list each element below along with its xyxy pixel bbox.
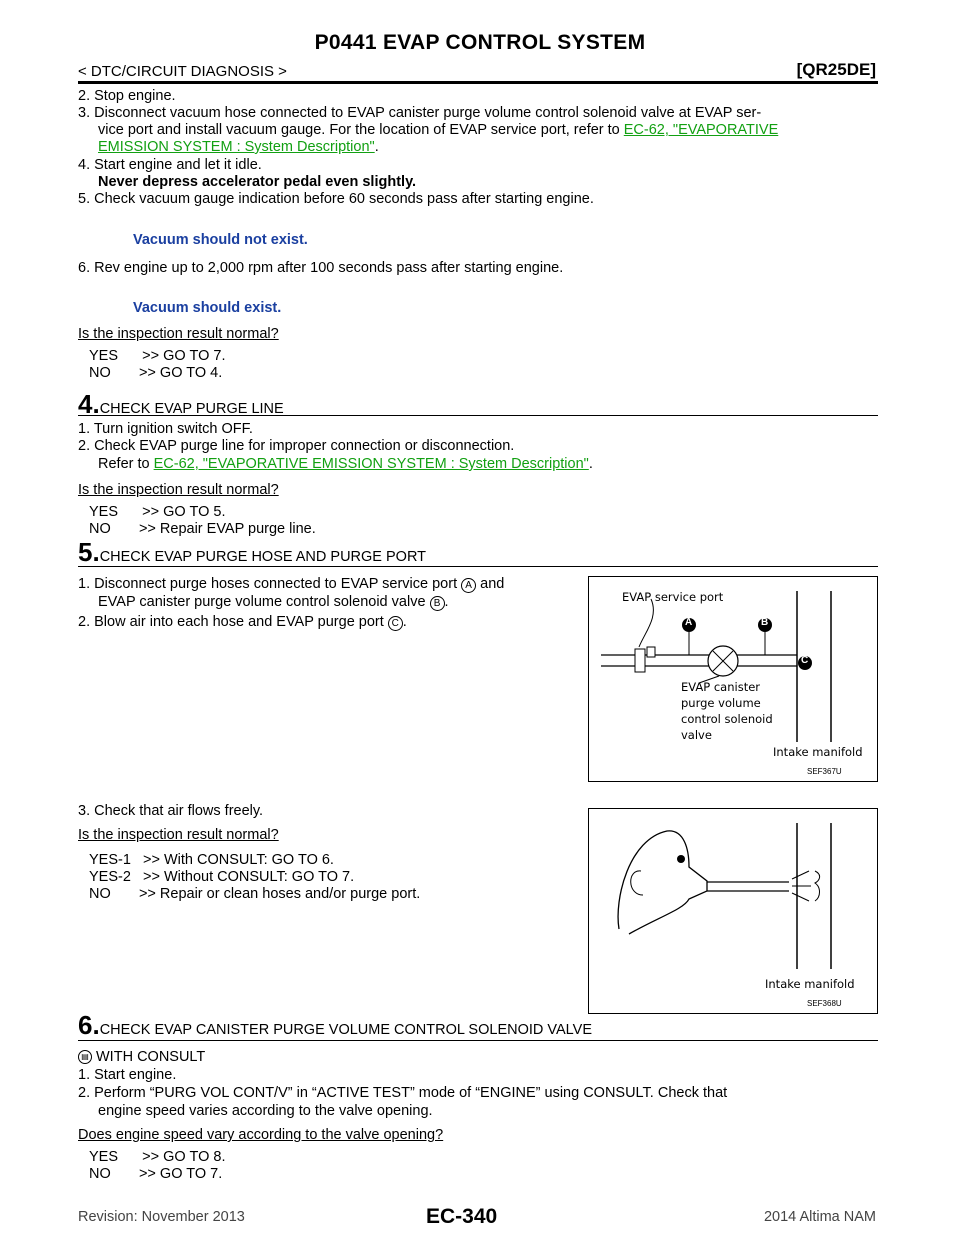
figure-code: SEF367U xyxy=(807,767,842,776)
punct: . xyxy=(402,614,407,630)
step-text-part: vice port and install vacuum gauge. For … xyxy=(98,122,624,138)
answer-no: NO >> Repair EVAP purge line. xyxy=(89,521,316,537)
with-consult-label: WITH CONSULT xyxy=(96,1049,206,1065)
header-rule xyxy=(78,81,878,84)
reference-link[interactable]: EC-62, "EVAPORATIVE xyxy=(623,122,779,138)
step-text: 2. Blow air into each hose and EVAP purg… xyxy=(78,614,407,631)
step-title: CHECK EVAP PURGE HOSE AND PURGE PORT xyxy=(99,549,427,565)
step-text: vice port and install vacuum gauge. For … xyxy=(98,122,778,139)
answer-yes: YES-1 >> With CONSULT: GO TO 6. xyxy=(89,852,334,868)
warning-text: Never depress accelerator pedal even sli… xyxy=(98,174,417,190)
reference-link[interactable]: EMISSION SYSTEM : System Description" xyxy=(98,139,375,155)
figure-label-b: B xyxy=(761,617,769,628)
step-text: 2. Perform “PURG VOL CONT/V” in “ACTIVE … xyxy=(78,1085,728,1101)
step-text: 1. Turn ignition switch OFF. xyxy=(78,421,253,437)
callout-a: A xyxy=(461,578,477,593)
step-text-part: and xyxy=(476,576,505,592)
valve-label: EVAP canister xyxy=(681,680,761,694)
question-text: Does engine speed vary according to the … xyxy=(78,1127,444,1143)
figure-label-c: C xyxy=(801,655,809,666)
answer-no: NO >> Repair or clean hoses and/or purge… xyxy=(89,886,421,902)
question-text: Is the inspection result normal? xyxy=(78,827,279,843)
spec-text: Vacuum should exist. xyxy=(133,300,282,316)
answer-no: NO >> GO TO 4. xyxy=(89,365,223,381)
step-text: 4. Start engine and let it idle. xyxy=(78,157,262,173)
valve-label: purge volume xyxy=(681,696,761,710)
step-text: 1. Disconnect purge hoses connected to E… xyxy=(78,576,504,593)
figure-label-a: A xyxy=(685,617,693,628)
callout-c: C xyxy=(387,616,403,631)
step-text-part: 1. Disconnect purge hoses connected to E… xyxy=(78,576,462,592)
step-rule xyxy=(78,415,878,416)
evap-diagram xyxy=(601,591,832,742)
step-rule xyxy=(78,1040,878,1041)
step-text: 2. Stop engine. xyxy=(78,88,176,104)
consult-icon: ▤ xyxy=(78,1050,92,1065)
question-text: Is the inspection result normal? xyxy=(78,326,279,342)
with-consult-line: ▤ WITH CONSULT xyxy=(78,1049,205,1066)
step-text: 6. Rev engine up to 2,000 rpm after 100 … xyxy=(78,260,564,276)
step-rule xyxy=(78,566,878,567)
model-label: 2014 Altima NAM xyxy=(763,1209,876,1225)
spec-text: Vacuum should not exist. xyxy=(133,232,308,248)
step-text: 2. Check EVAP purge line for improper co… xyxy=(78,438,515,454)
step-text: 1. Start engine. xyxy=(78,1067,177,1083)
revision-date: Revision: November 2013 xyxy=(78,1209,245,1225)
step-text: 3. Disconnect vacuum hose connected to E… xyxy=(78,105,762,121)
step-text-part: Refer to xyxy=(98,456,154,472)
step-heading: 5.CHECK EVAP PURGE HOSE AND PURGE PORT xyxy=(78,537,426,568)
step-heading: 4.CHECK EVAP PURGE LINE xyxy=(78,389,284,420)
step-text: Refer to EC-62, "EVAPORATIVE EMISSION SY… xyxy=(98,456,593,473)
figure-blow-air: Intake manifold SEF368U xyxy=(588,808,878,1014)
step-text: 3. Check that air flows freely. xyxy=(78,803,264,819)
step-text: engine speed varies according to the val… xyxy=(98,1103,433,1119)
manifold-label: Intake manifold xyxy=(773,745,863,759)
service-port-label: EVAP service port xyxy=(622,590,724,604)
valve-label: control solenoid xyxy=(681,712,773,726)
callout-b: B xyxy=(429,596,445,611)
reference-link[interactable]: EC-62, "EVAPORATIVE EMISSION SYSTEM : Sy… xyxy=(153,456,589,472)
step-title: CHECK EVAP PURGE LINE xyxy=(99,401,284,417)
page-number: EC-340 xyxy=(426,1205,498,1228)
answer-yes: YES >> GO TO 7. xyxy=(89,348,226,364)
step-text-part: 2. Blow air into each hose and EVAP purg… xyxy=(78,614,388,630)
answer-yes: YES >> GO TO 5. xyxy=(89,504,226,520)
figure-code: SEF368U xyxy=(807,999,842,1008)
step-text: EVAP canister purge volume control solen… xyxy=(98,594,449,611)
punct: . xyxy=(444,594,449,610)
figure-evap-service-port: EVAP service port A B C EVAP canister pu… xyxy=(588,576,878,782)
step-number: 4. xyxy=(78,389,100,419)
step-text: EMISSION SYSTEM : System Description". xyxy=(98,139,379,156)
step-number: 6. xyxy=(78,1010,100,1040)
step-heading: 6.CHECK EVAP CANISTER PURGE VOLUME CONTR… xyxy=(78,1010,592,1041)
step-text-part: EVAP canister purge volume control solen… xyxy=(98,594,430,610)
step-title: CHECK EVAP CANISTER PURGE VOLUME CONTROL… xyxy=(99,1022,592,1038)
answer-no: NO >> GO TO 7. xyxy=(89,1166,223,1182)
question-text: Is the inspection result normal? xyxy=(78,482,279,498)
punct: . xyxy=(374,139,379,155)
punct: . xyxy=(588,456,593,472)
step-text: 5. Check vacuum gauge indication before … xyxy=(78,191,594,207)
blow-air-diagram xyxy=(617,823,832,969)
section-label: < DTC/CIRCUIT DIAGNOSIS > xyxy=(78,63,287,80)
engine-code: [QR25DE] xyxy=(796,60,876,79)
answer-yes: YES-2 >> Without CONSULT: GO TO 7. xyxy=(89,869,355,885)
step-number: 5. xyxy=(78,537,100,567)
answer-yes: YES >> GO TO 8. xyxy=(89,1149,226,1165)
page-title: P0441 EVAP CONTROL SYSTEM xyxy=(314,31,646,54)
valve-label: valve xyxy=(681,728,712,742)
manifold-label: Intake manifold xyxy=(765,977,855,991)
